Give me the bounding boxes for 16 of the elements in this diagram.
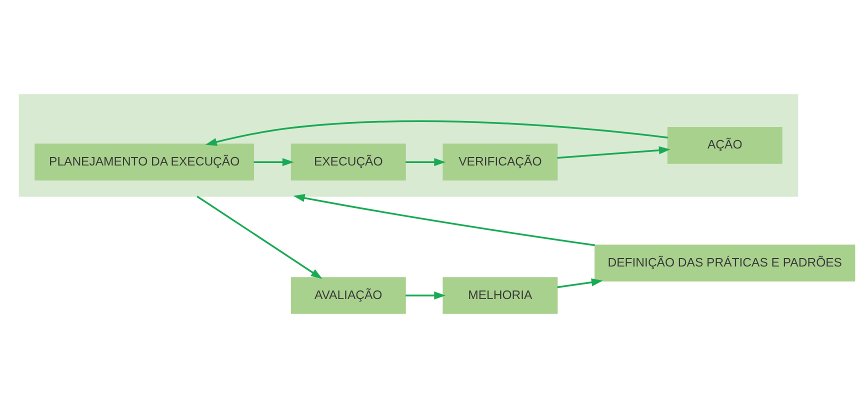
arrow xyxy=(205,120,668,146)
node-box: EXECUÇÃO xyxy=(290,144,406,181)
node-box: PLANEJAMENTO DA EXECUÇÃO xyxy=(34,144,254,181)
arrow xyxy=(196,196,322,279)
node-box: AÇÃO xyxy=(667,127,782,164)
node-box: VERIFICAÇÃO xyxy=(442,144,558,181)
arrow xyxy=(406,158,446,166)
arrow xyxy=(557,146,670,159)
node-box: DEFINIÇÃO DAS PRÁTICAS E PADRÕES xyxy=(594,244,856,282)
arrow xyxy=(254,158,294,166)
node-box: MELHORIA xyxy=(442,277,558,314)
cluster xyxy=(18,94,798,197)
node-box: AVALIAÇÃO xyxy=(290,277,406,314)
arrow xyxy=(293,194,595,246)
arrow xyxy=(557,278,603,288)
arrow xyxy=(406,292,446,300)
